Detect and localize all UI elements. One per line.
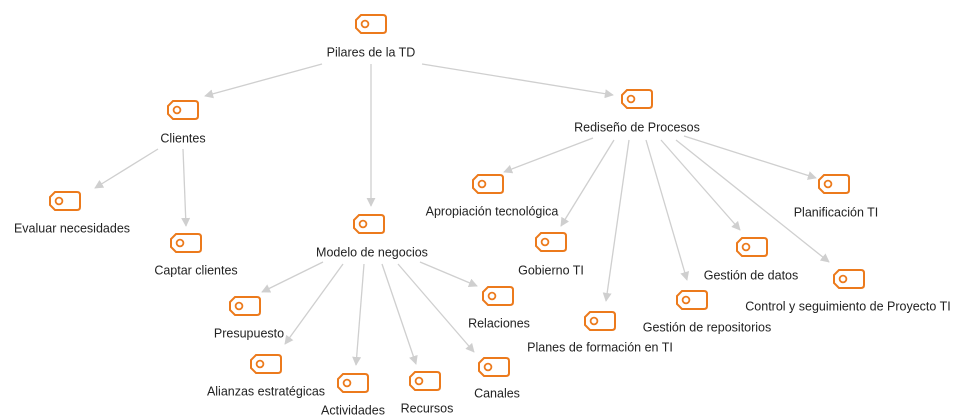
node-label: Relaciones	[468, 316, 530, 330]
node-repositorios[interactable]: Gestión de repositorios	[643, 290, 772, 334]
node-label: Alianzas estratégicas	[207, 384, 325, 398]
tag-icon	[337, 373, 369, 393]
tag-icon	[355, 14, 387, 34]
node-actividades[interactable]: Actividades	[321, 373, 385, 417]
tag-icon	[229, 296, 261, 316]
node-label: Pilares de la TD	[327, 45, 416, 59]
edge-rediseno-to-control	[675, 139, 830, 263]
edge-modelo-to-relaciones	[419, 261, 478, 288]
node-datos[interactable]: Gestión de datos	[704, 237, 799, 282]
tag-icon	[535, 232, 567, 252]
node-rediseno[interactable]: Rediseño de Procesos	[574, 89, 700, 134]
node-recursos[interactable]: Recursos	[401, 371, 454, 415]
edge-rediseno-to-apropiacion	[503, 137, 594, 174]
tag-icon	[818, 174, 850, 194]
tag-icon	[584, 311, 616, 331]
node-label: Captar clientes	[154, 263, 237, 277]
node-label: Evaluar necesidades	[14, 221, 130, 235]
edge-clientes-to-evaluar	[94, 148, 159, 189]
edge-clientes-to-captar	[181, 148, 191, 227]
node-label: Planificación TI	[794, 205, 879, 219]
tag-icon	[736, 237, 768, 257]
edge-modelo-to-actividades	[352, 263, 365, 366]
node-alianzas[interactable]: Alianzas estratégicas	[207, 354, 325, 398]
tag-icon	[49, 191, 81, 211]
edge-modelo-to-recursos	[381, 263, 418, 365]
edge-rediseno-to-planificacion	[683, 135, 817, 180]
edges	[94, 63, 830, 366]
node-modelo[interactable]: Modelo de negocios	[316, 214, 428, 259]
tag-icon	[676, 290, 708, 310]
node-label: Gestión de datos	[704, 268, 799, 282]
tag-icon	[621, 89, 653, 109]
node-planificacion[interactable]: Planificación TI	[794, 174, 879, 219]
edge-modelo-to-alianzas	[284, 263, 344, 345]
tag-icon	[833, 269, 865, 289]
edge-modelo-to-presupuesto	[261, 261, 324, 293]
tag-icon	[170, 233, 202, 253]
node-gobierno[interactable]: Gobierno TI	[518, 232, 584, 277]
tag-icon	[167, 100, 199, 120]
edge-rediseno-to-gobierno	[560, 139, 615, 227]
node-pilares[interactable]: Pilares de la TD	[327, 14, 416, 59]
node-label: Gobierno TI	[518, 263, 584, 277]
node-label: Recursos	[401, 401, 454, 415]
node-clientes[interactable]: Clientes	[160, 100, 206, 145]
node-label: Clientes	[160, 131, 205, 145]
edge-pilares-to-rediseno	[421, 63, 614, 99]
node-planes[interactable]: Planes de formación en TI	[527, 311, 673, 354]
tag-icon	[250, 354, 282, 374]
tag-icon	[353, 214, 385, 234]
node-canales[interactable]: Canales	[474, 357, 520, 400]
node-control[interactable]: Control y seguimiento de Proyecto TI	[745, 269, 951, 313]
edge-modelo-to-canales	[397, 263, 475, 353]
node-label: Modelo de negocios	[316, 245, 428, 259]
node-label: Canales	[474, 386, 520, 400]
node-apropiacion[interactable]: Apropiación tecnológica	[426, 174, 559, 218]
edge-rediseno-to-planes	[602, 139, 630, 302]
node-label: Gestión de repositorios	[643, 320, 772, 334]
edge-rediseno-to-repositorios	[645, 139, 690, 281]
tag-icon	[409, 371, 441, 391]
node-relaciones[interactable]: Relaciones	[468, 286, 530, 330]
node-label: Apropiación tecnológica	[426, 204, 559, 218]
edge-pilares-to-clientes	[204, 63, 323, 99]
nodes: Pilares de la TD Clientes Rediseño de Proc…	[14, 14, 951, 417]
node-label: Planes de formación en TI	[527, 340, 673, 354]
edge-rediseno-to-datos	[660, 139, 741, 231]
node-presupuesto[interactable]: Presupuesto	[214, 296, 284, 340]
tag-icon	[478, 357, 510, 377]
tag-icon	[482, 286, 514, 306]
node-label: Rediseño de Procesos	[574, 120, 700, 134]
node-captar[interactable]: Captar clientes	[154, 233, 238, 277]
node-label: Presupuesto	[214, 326, 284, 340]
node-label: Control y seguimiento de Proyecto TI	[745, 299, 950, 313]
tag-icon	[472, 174, 504, 194]
node-evaluar[interactable]: Evaluar necesidades	[14, 191, 130, 235]
node-label: Actividades	[321, 403, 385, 417]
